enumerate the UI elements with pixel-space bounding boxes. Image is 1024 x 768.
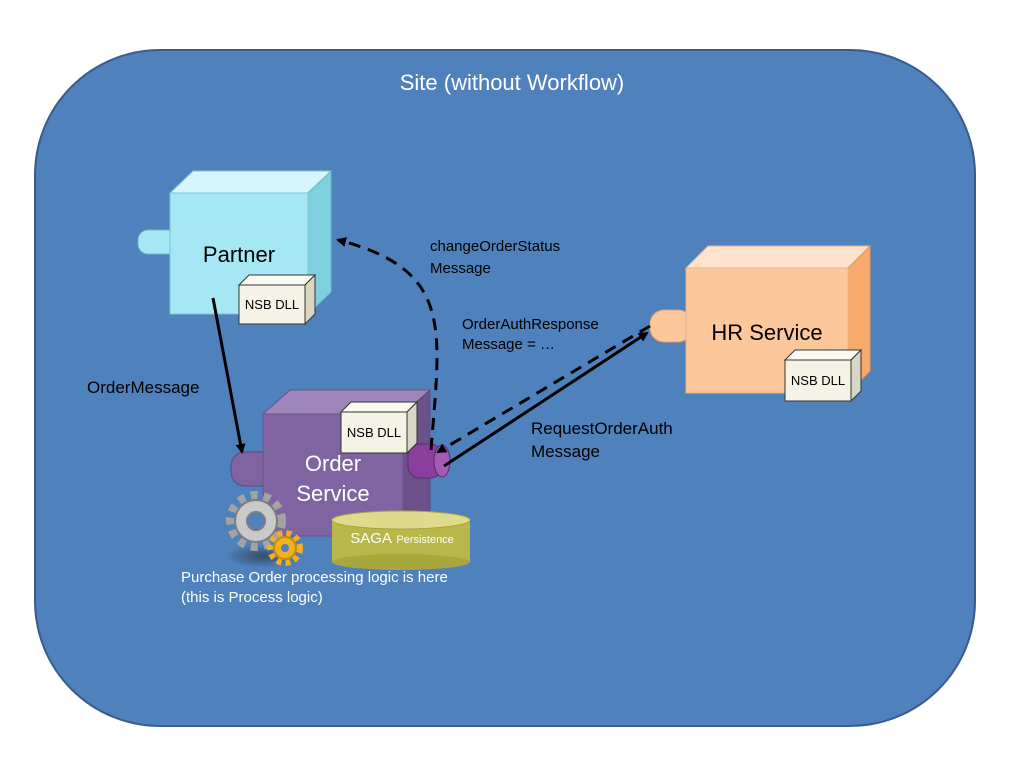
request-order-auth-label-line1: RequestOrderAuth bbox=[531, 419, 673, 438]
process-logic-note-line2: (this is Process logic) bbox=[181, 589, 323, 606]
change-order-status-label-line1: changeOrderStatus bbox=[430, 238, 561, 255]
order-auth-response-arrow bbox=[436, 324, 651, 454]
order-dll-label: NSB DLL bbox=[346, 425, 402, 440]
order-message-arrow bbox=[211, 297, 246, 454]
order-auth-response-label-line2: Message = … bbox=[462, 336, 555, 353]
gears-icon bbox=[224, 491, 303, 568]
order-dll-box bbox=[339, 400, 419, 455]
order-message-label: OrderMessage bbox=[87, 378, 200, 397]
site-title: Site (without Workflow) bbox=[399, 70, 625, 95]
partner-label: Partner bbox=[202, 242, 276, 267]
hr-dll-label: NSB DLL bbox=[790, 373, 846, 388]
change-order-status-label-line2: Message bbox=[430, 260, 491, 277]
hr-service-label: HR Service bbox=[711, 320, 823, 345]
saga-cylinder bbox=[331, 510, 471, 570]
saga-bottom bbox=[332, 554, 470, 570]
process-logic-note: Purchase Order processing logic is here … bbox=[181, 568, 448, 608]
request-order-auth-arrow bbox=[443, 331, 649, 468]
hr-dll-box bbox=[783, 348, 863, 403]
saga-label-sub: Persistence bbox=[396, 534, 454, 546]
process-logic-note-line1: Purchase Order processing logic is here bbox=[181, 569, 448, 586]
partner-dll-label: NSB DLL bbox=[244, 297, 300, 312]
request-order-auth-label-line2: Message bbox=[531, 442, 600, 461]
saga-label: SAGA Persistence bbox=[332, 530, 472, 548]
hr-top bbox=[684, 245, 872, 269]
partner-dll-box bbox=[237, 273, 317, 326]
saga-top bbox=[331, 510, 471, 530]
order-service-label-line2: Service bbox=[296, 481, 370, 506]
order-auth-response-label-line1: OrderAuthResponse bbox=[462, 316, 599, 333]
order-service-label-line1: Order bbox=[304, 451, 362, 476]
saga-label-main: SAGA bbox=[350, 530, 392, 547]
partner-top bbox=[168, 170, 333, 194]
change-order-status-arrow bbox=[336, 237, 439, 451]
